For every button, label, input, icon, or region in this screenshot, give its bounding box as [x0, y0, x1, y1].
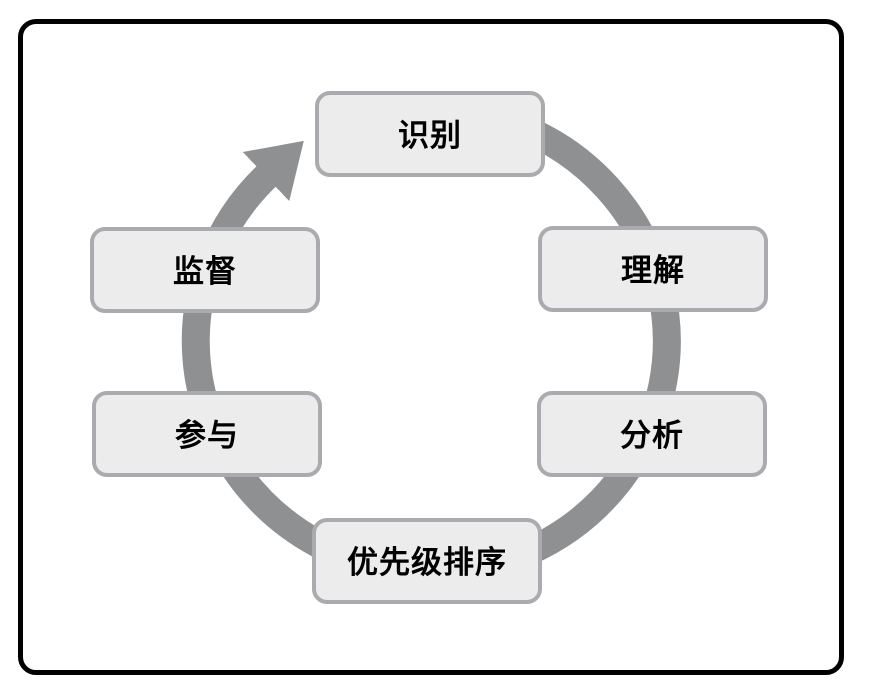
cycle-node-label: 优先级排序	[347, 544, 507, 580]
cycle-node-label: 分析	[620, 417, 684, 453]
cycle-node-analyze: 分析	[537, 391, 767, 477]
diagram-frame	[18, 19, 844, 675]
cycle-node-label: 参与	[175, 417, 239, 453]
cycle-node-label: 识别	[398, 117, 462, 153]
cycle-node-understand: 理解	[538, 226, 768, 312]
cycle-node-prioritize: 优先级排序	[312, 518, 542, 604]
cycle-node-engage: 参与	[92, 391, 322, 477]
cycle-node-monitor: 监督	[90, 227, 320, 313]
cycle-node-label: 理解	[621, 252, 685, 288]
cycle-node-identify: 识别	[315, 91, 545, 177]
cycle-node-label: 监督	[173, 253, 237, 289]
